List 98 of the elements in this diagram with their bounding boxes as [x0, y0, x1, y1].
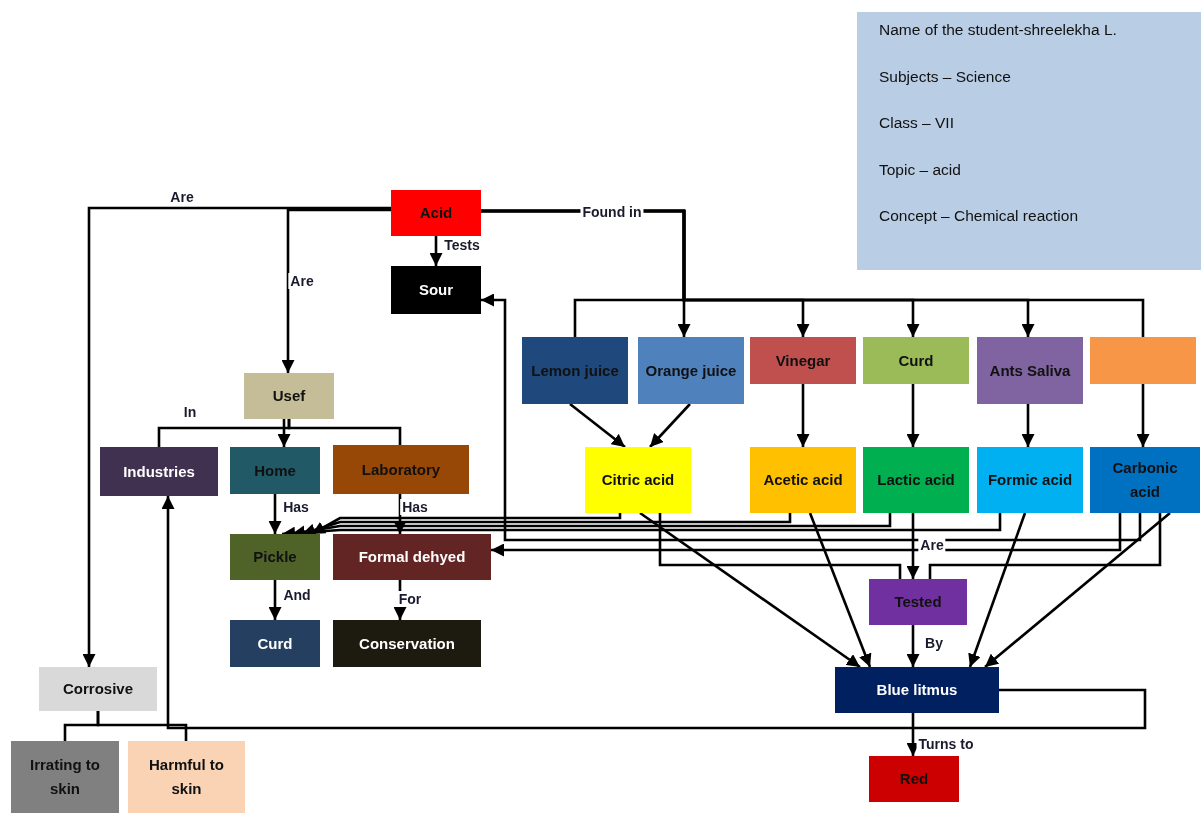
node-label: Formal dehyed — [358, 547, 466, 567]
connector-line — [96, 711, 188, 741]
info-text: Class – VII — [879, 115, 954, 131]
info-text: Concept – Chemical reaction — [879, 208, 1079, 224]
node-label: Acid — [419, 203, 453, 223]
concept-box — [1090, 337, 1196, 384]
edge-label: Turns to — [916, 736, 976, 752]
arrow — [161, 496, 1147, 730]
concept-box — [230, 447, 320, 494]
node-label: Home — [254, 460, 296, 481]
node-label: Red — [899, 769, 929, 789]
concept-box — [835, 667, 999, 713]
concept-box — [750, 447, 856, 513]
edge-label: In — [181, 404, 199, 420]
arrow — [281, 208, 391, 373]
connector-line — [658, 513, 902, 579]
concept-box — [869, 756, 959, 802]
connector-line — [928, 513, 1162, 579]
concept-box — [1090, 447, 1200, 513]
node-label: Curd — [898, 350, 934, 371]
concept-box — [333, 445, 469, 494]
node-label: Citric acid — [601, 470, 675, 490]
concept-box — [128, 741, 245, 813]
concept-box — [863, 337, 969, 384]
concept-box — [39, 667, 157, 711]
edge-label: Has — [281, 499, 311, 515]
arrow — [393, 494, 407, 534]
concept-box — [750, 337, 856, 384]
concept-box — [522, 337, 628, 404]
concept-box — [977, 447, 1083, 513]
arrow — [1136, 384, 1150, 447]
node-label: Vinegar — [775, 350, 831, 371]
node-label: Conservation — [359, 633, 455, 654]
node-label: Lactic acid — [877, 470, 955, 490]
info-panel — [857, 12, 1201, 270]
concept-box — [333, 534, 491, 580]
edge-label: Are — [288, 273, 316, 289]
concept-box — [100, 447, 218, 496]
edge-label: Has — [400, 499, 430, 515]
concept-box — [391, 266, 481, 314]
concept-box — [638, 337, 744, 404]
arrow — [268, 494, 282, 534]
node-label: Formic acid — [987, 470, 1073, 490]
concept-box — [977, 337, 1083, 404]
info-text: Subjects – Science — [879, 68, 1011, 84]
arrow — [569, 402, 626, 449]
arrow — [268, 580, 282, 620]
node-label: Tested — [894, 592, 942, 612]
edge-label: Tests — [442, 237, 482, 253]
connector-line — [287, 419, 402, 445]
arrow — [82, 206, 391, 667]
node-label: Irrating to skin — [29, 755, 101, 799]
concept-box — [230, 534, 320, 580]
arrow — [481, 293, 1142, 542]
edge-label: Are — [168, 189, 196, 205]
arrow — [968, 512, 1027, 668]
arrow — [429, 236, 443, 266]
node-label: Carbonic acid — [1111, 458, 1179, 502]
concept-box — [585, 447, 691, 513]
info-text: Topic – acid — [879, 161, 961, 177]
node-label: Usef — [272, 386, 306, 406]
concept-box — [244, 373, 334, 419]
arrow — [984, 512, 1171, 668]
arrow — [491, 513, 1122, 557]
concept-box — [869, 579, 967, 625]
arrow — [639, 511, 861, 669]
node-label: Acetic acid — [763, 470, 843, 490]
arrow — [796, 384, 810, 447]
node-label: Curd — [257, 633, 293, 654]
arrow — [649, 403, 691, 448]
node-label: Blue litmus — [876, 680, 958, 700]
concept-box — [230, 620, 320, 667]
arrow — [906, 625, 920, 667]
arrow — [906, 384, 920, 447]
node-label: Ants Saliva — [989, 360, 1071, 381]
node-label: Laboratory — [361, 459, 441, 480]
edge-label: For — [396, 591, 424, 607]
node-label: Harmful to skin — [148, 755, 225, 799]
edge-label: By — [923, 635, 945, 651]
concept-box — [391, 190, 481, 236]
node-label: Pickle — [253, 547, 297, 567]
node-label: Sour — [418, 280, 454, 300]
edge-label: And — [281, 587, 313, 603]
arrow — [277, 419, 291, 447]
node-label: Orange juice — [645, 360, 737, 381]
concept-box — [333, 620, 481, 667]
connector-line — [481, 209, 1145, 337]
node-label: Corrosive — [63, 679, 133, 699]
arrow — [906, 513, 920, 579]
edge-label: Found in — [580, 204, 644, 220]
info-text: Name of the student-shreelekha L. — [879, 22, 1117, 38]
edge-label: Are — [918, 537, 946, 553]
node-label: Lemon juice — [531, 360, 619, 381]
node-label: Industries — [123, 461, 195, 482]
arrow — [1021, 404, 1035, 447]
concept-box — [11, 741, 119, 813]
concept-box — [863, 447, 969, 513]
arrow — [808, 512, 872, 668]
